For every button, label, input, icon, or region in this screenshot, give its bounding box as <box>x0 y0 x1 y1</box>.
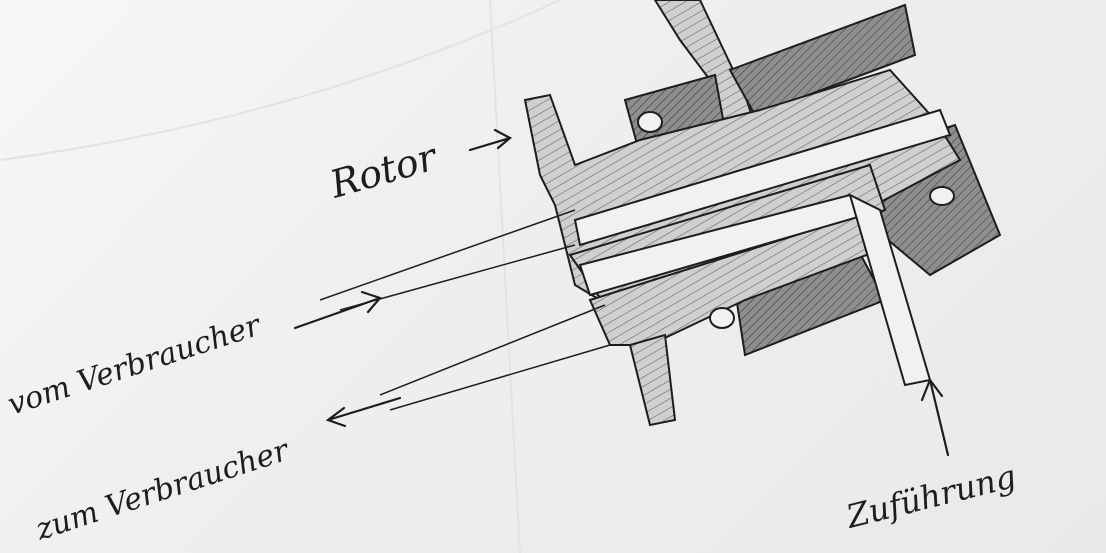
zum-verbraucher-label: zum Verbraucher <box>31 433 295 548</box>
flow-arrows <box>293 128 950 457</box>
seal-rings <box>637 111 955 329</box>
outlet-pipes <box>319 209 611 411</box>
zum-verbraucher-arrow <box>325 396 402 428</box>
rotor-pointer-arrow <box>468 128 512 152</box>
rotor-label: Rotor <box>324 134 443 207</box>
zufuhrung-label: Zuführung <box>842 457 1020 536</box>
vom-verbraucher-label: vom Verbraucher <box>4 308 266 423</box>
paper-creases <box>0 0 561 553</box>
flow-channels <box>573 108 952 387</box>
zufuhrung-arrow <box>920 377 950 457</box>
vom-verbraucher-arrow <box>293 290 382 330</box>
